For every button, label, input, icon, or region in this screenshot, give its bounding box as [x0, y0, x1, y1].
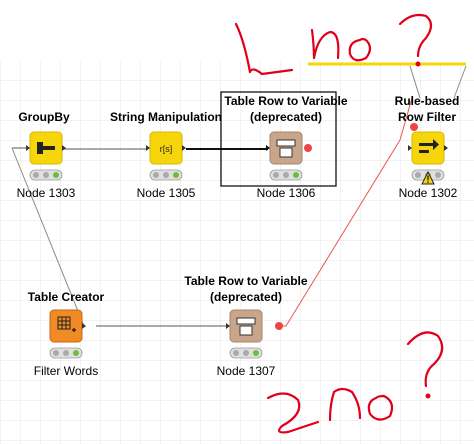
- node-table-creator[interactable]: [49, 309, 86, 359]
- rule-filter-icon: [419, 139, 439, 153]
- variable-input-port[interactable]: [410, 123, 418, 131]
- node-row-to-variable-1307[interactable]: [226, 309, 283, 359]
- node-title2-rule-based-row-filter: Row Filter: [397, 110, 456, 124]
- node-label-rule-based-row-filter: Node 1302: [398, 186, 458, 200]
- variable-output-port[interactable]: [275, 322, 283, 330]
- node-title-row-to-variable-1306: Table Row to Variable: [224, 94, 348, 108]
- var-conn-rulefilter-port: [399, 97, 413, 141]
- node-title-rule-based-row-filter: Rule-based: [394, 94, 460, 108]
- string-manipulation-icon: r[s]: [160, 144, 173, 154]
- annotation-1-no: [234, 13, 433, 76]
- node-title2-row-to-variable-1307: (deprecated): [209, 290, 283, 304]
- annotation-2-no: [266, 331, 444, 434]
- node-label-table-creator: Filter Words: [33, 364, 99, 378]
- groupby-icon: [37, 142, 55, 154]
- node-label-string-manipulation: Node 1305: [136, 186, 196, 200]
- row-to-variable-icon: [236, 317, 256, 336]
- var-conn-rowvar2-rulefilter: [282, 139, 401, 327]
- node-row-to-variable-1306[interactable]: [220, 91, 337, 187]
- node-string-manipulation[interactable]: [146, 131, 186, 181]
- row-to-variable-icon: [276, 139, 296, 158]
- node-groupby[interactable]: [26, 131, 66, 181]
- node-label-row-to-variable-1306: Node 1306: [256, 186, 316, 200]
- node-title-table-creator: Table Creator: [27, 290, 105, 304]
- node-title2-row-to-variable-1306: (deprecated): [249, 110, 323, 124]
- connection-from-above-2: [453, 65, 467, 99]
- node-title-groupby: GroupBy: [18, 110, 70, 124]
- node-title-row-to-variable-1307: Table Row to Variable: [184, 274, 308, 288]
- table-creator-icon: [57, 316, 76, 332]
- conn-left-to-tablecreator: [11, 147, 85, 327]
- node-label-row-to-variable-1307: Node 1307: [216, 364, 276, 378]
- connection-from-above: [409, 65, 421, 99]
- warning-icon: [421, 170, 435, 185]
- selection-box: [220, 91, 337, 187]
- node-title-string-manipulation: String Manipulation: [110, 110, 222, 124]
- node-label-groupby: Node 1303: [16, 186, 76, 200]
- node-rule-based-row-filter[interactable]: [408, 123, 448, 185]
- canvas-grid: [0, 62, 474, 444]
- variable-output-port[interactable]: [304, 144, 312, 152]
